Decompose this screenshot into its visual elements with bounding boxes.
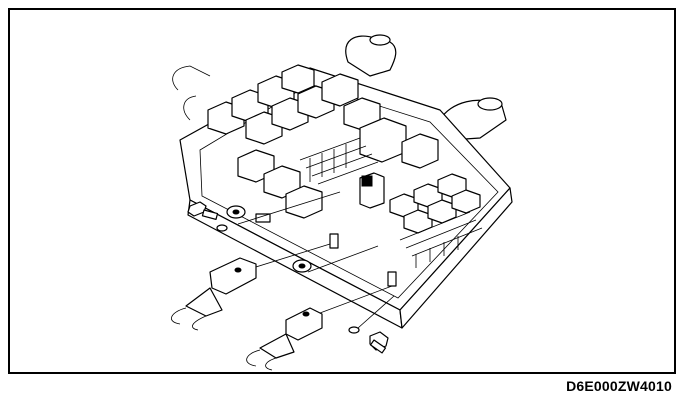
nut-right — [292, 259, 312, 273]
illustration-frame — [8, 8, 676, 374]
rear-mounting-brackets — [172, 34, 507, 141]
fuse-block-right — [389, 173, 483, 268]
washer-lower — [348, 326, 360, 334]
figure-code-label: D6E000ZW4010 — [566, 378, 672, 394]
bolt-left — [187, 201, 219, 221]
ground-strap-left — [171, 257, 257, 331]
leader-lines — [237, 191, 395, 329]
fuse-row-center — [299, 137, 385, 209]
terminal-studs — [255, 213, 397, 287]
fuse-relay-box-illustration — [171, 34, 513, 371]
washer-left — [216, 205, 246, 232]
relay-cluster-upper — [207, 64, 439, 219]
bolt-lower — [369, 331, 389, 354]
ground-strap-right — [246, 307, 323, 371]
